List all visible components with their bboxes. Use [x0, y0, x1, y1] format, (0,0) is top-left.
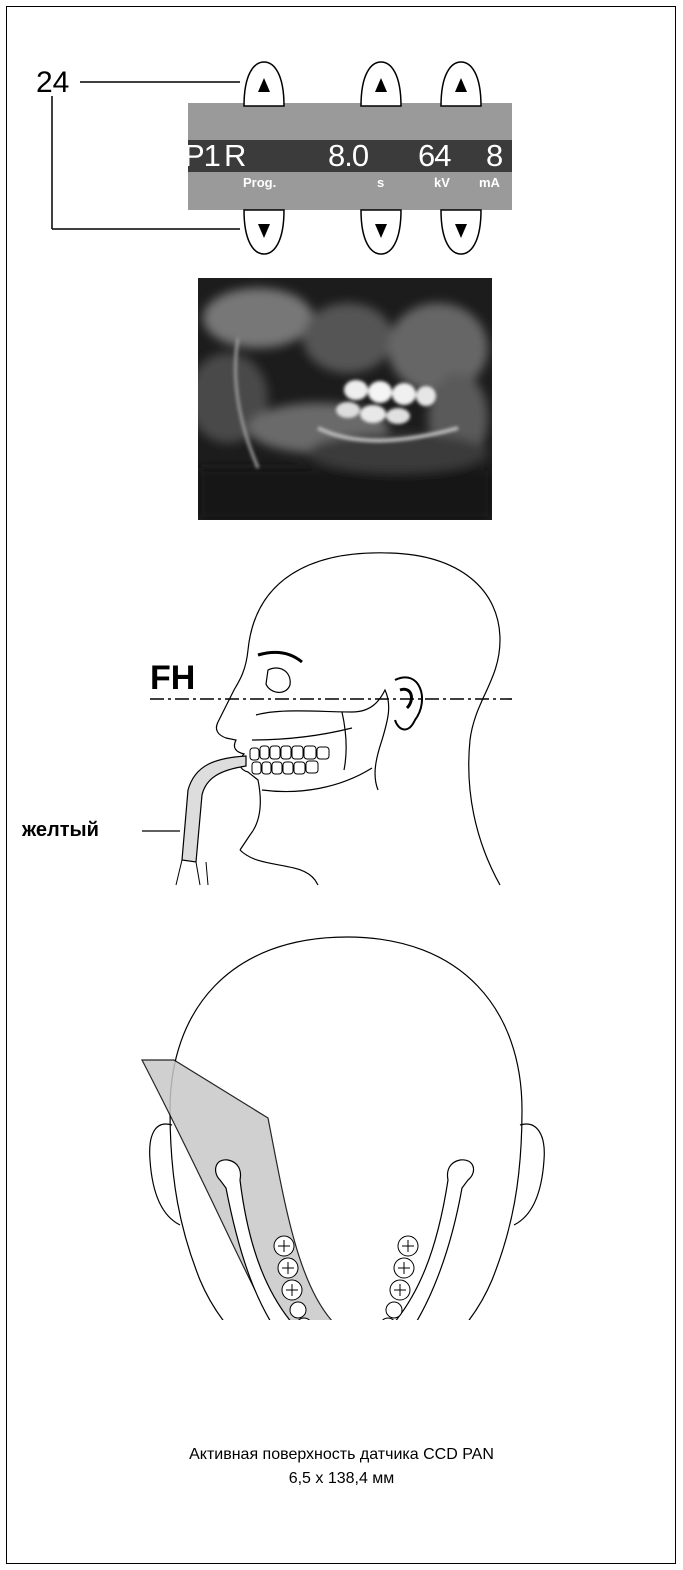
head-profile-illustration [0, 550, 683, 890]
current-readout: 8 [486, 139, 502, 173]
head-top-view-illustration [0, 900, 683, 1320]
sensor-caption-line-1: Активная поверхность датчика CCD PAN [0, 1443, 683, 1467]
time-up-button[interactable] [357, 60, 405, 108]
program-unit-label: Prog. [243, 175, 276, 190]
program-readout: P1 [184, 139, 220, 173]
time-unit-label: s [377, 175, 384, 190]
xray-image [198, 278, 492, 520]
current-unit-label: mA [479, 175, 500, 190]
bite-block-color-label: желтый [22, 818, 99, 842]
time-down-button[interactable] [357, 208, 405, 256]
time-readout: 8.0 [328, 139, 368, 173]
sensor-caption-line-2: 6,5 x 138,4 мм [0, 1467, 683, 1491]
program-up-button[interactable] [240, 60, 288, 108]
voltage-up-button[interactable] [437, 60, 485, 108]
side-readout: R [224, 139, 245, 173]
fh-plane-label: FH [150, 660, 195, 696]
voltage-down-button[interactable] [437, 208, 485, 256]
control-panel-display: P1 R 8.0 64 8 Prog. s kV mA [188, 103, 512, 210]
voltage-unit-label: kV [434, 175, 450, 190]
voltage-readout: 64 [418, 139, 450, 173]
program-down-button[interactable] [240, 208, 288, 256]
